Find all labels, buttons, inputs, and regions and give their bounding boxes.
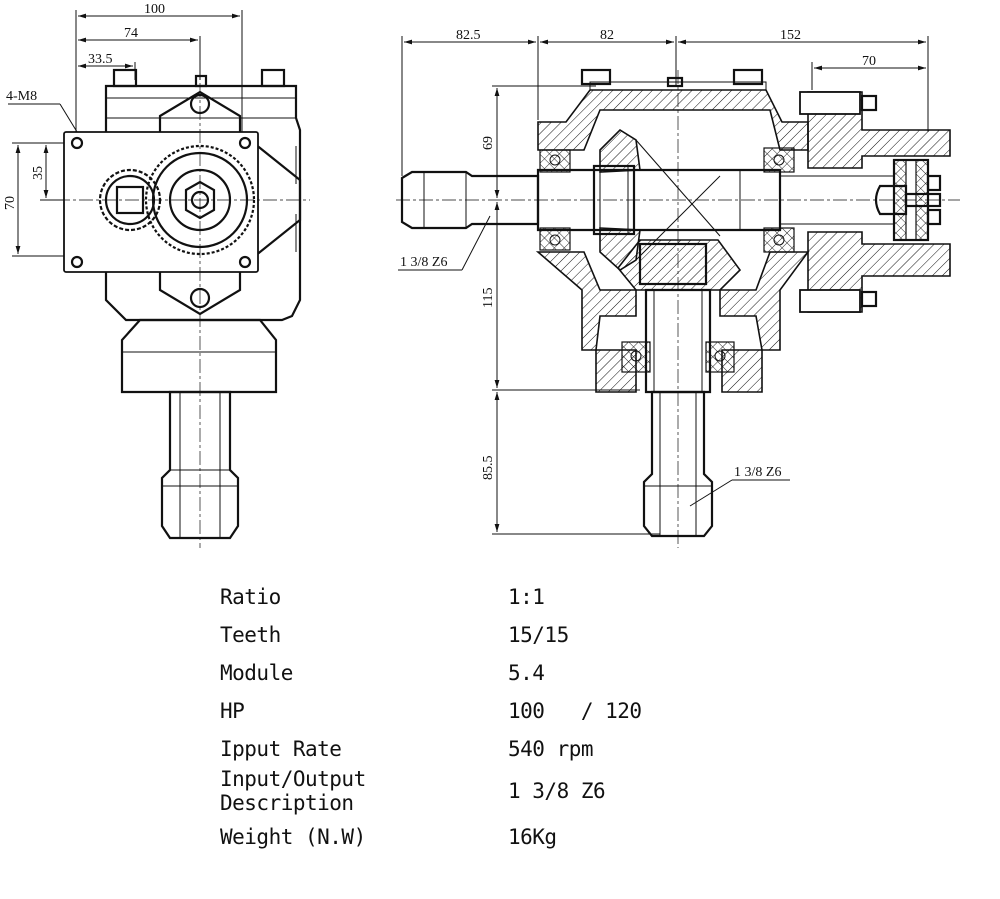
spec-value: 100 / 120 xyxy=(508,699,642,723)
spec-label: Ratio xyxy=(220,585,281,609)
dim-70-vertical: 70 xyxy=(3,196,18,210)
dim-152: 152 xyxy=(780,28,801,43)
spec-row-teeth: Teeth 15/15 xyxy=(220,616,740,654)
front-housing xyxy=(63,68,302,322)
spec-label: Weight (N.W) xyxy=(220,825,366,849)
section-view: 82.5 82 152 70 69 115 85.5 1 3/8 Z6 1 3/… xyxy=(396,28,960,548)
spec-label: HP xyxy=(220,699,245,723)
section-bevel-gears xyxy=(599,128,742,291)
technical-drawing: 100 74 33.5 70 35 4-M8 xyxy=(3,2,960,548)
dim-69: 69 xyxy=(481,136,496,150)
label-4-m8: 4-M8 xyxy=(6,89,37,104)
spec-row-ratio: Ratio 1:1 xyxy=(220,578,740,616)
spec-table: Ratio 1:1 Teeth 15/15 Module 5.4 HP 100 … xyxy=(220,578,740,860)
spec-value: 15/15 xyxy=(508,623,569,647)
spec-label: Module xyxy=(220,661,293,685)
spec-value: 1:1 xyxy=(508,585,545,609)
front-view: 100 74 33.5 70 35 4-M8 xyxy=(3,2,310,548)
spec-row-weight: Weight (N.W) 16Kg xyxy=(220,814,740,860)
dim-74: 74 xyxy=(124,26,138,41)
dim-82-5: 82.5 xyxy=(456,28,481,43)
spec-value: 5.4 xyxy=(508,661,545,685)
spec-label: Ipput Rate xyxy=(220,737,342,761)
section-output-shaft xyxy=(642,288,714,538)
dim-70-horizontal: 70 xyxy=(862,54,876,69)
dim-35-vertical: 35 xyxy=(31,166,46,180)
spec-value: 540 rpm xyxy=(508,737,594,761)
dim-82: 82 xyxy=(600,28,614,43)
dim-115: 115 xyxy=(481,288,496,308)
spec-row-input-rate: Ipput Rate 540 rpm xyxy=(220,730,740,768)
spec-value: 1 3/8 Z6 xyxy=(508,779,606,803)
label-output-shaft: 1 3/8 Z6 xyxy=(734,465,781,480)
spec-row-hp: HP 100 / 120 xyxy=(220,692,740,730)
front-output-shaft xyxy=(120,318,278,540)
spec-row-module: Module 5.4 xyxy=(220,654,740,692)
spec-label: Input/Output Description xyxy=(220,767,366,815)
dim-100: 100 xyxy=(144,2,165,17)
spec-label: Teeth xyxy=(220,623,281,647)
dim-85-5: 85.5 xyxy=(481,456,496,481)
dim-33-5: 33.5 xyxy=(88,52,113,67)
label-input-shaft: 1 3/8 Z6 xyxy=(400,255,447,270)
spec-row-io-description: Input/Output Description 1 3/8 Z6 xyxy=(220,767,740,815)
spec-value: 16Kg xyxy=(508,825,557,849)
